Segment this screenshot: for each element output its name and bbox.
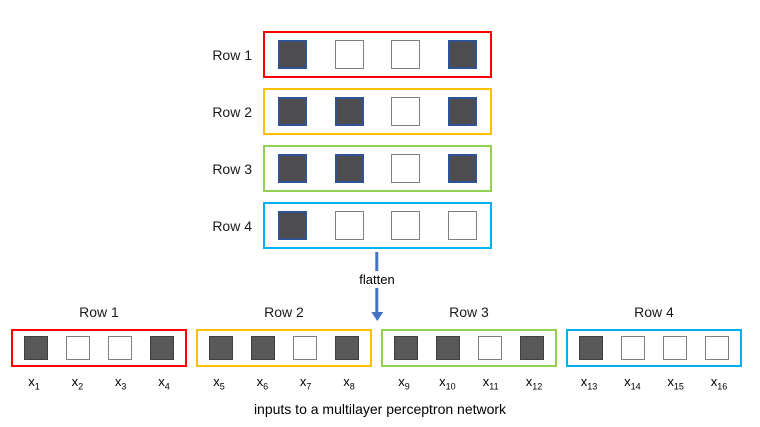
input-label: x11 xyxy=(482,374,499,392)
pixel-cell xyxy=(447,97,477,126)
pixel-cell xyxy=(66,336,90,360)
arrow-head-icon xyxy=(370,312,383,321)
group-label: Row 3 xyxy=(449,304,489,320)
pixel-cell xyxy=(621,336,645,360)
pixel-cell xyxy=(278,40,307,69)
arrow-line-top xyxy=(375,252,379,271)
group-label: Row 4 xyxy=(634,304,674,320)
group-box xyxy=(11,329,187,367)
pixel-cell xyxy=(108,336,132,360)
input-labels: x9 x10 x11 x12 xyxy=(381,374,557,392)
input-label: x13 xyxy=(580,374,598,392)
input-label: x15 xyxy=(667,374,684,392)
pixel-cell xyxy=(278,211,307,240)
diagram-caption: inputs to a multilayer perceptron networ… xyxy=(253,401,507,417)
pixel-cell xyxy=(293,336,317,360)
row-label: Row 3 xyxy=(212,160,252,177)
input-label: x3 xyxy=(114,374,127,392)
input-label: x16 xyxy=(710,374,728,392)
input-labels: x13 x14 x15 x16 xyxy=(566,374,742,392)
flattened-vector-section: Row 1 x1 x2 x3 x4 Row 2 xyxy=(11,304,742,392)
pixel-cell xyxy=(391,154,421,183)
flatten-label: flatten xyxy=(359,272,395,287)
input-label: x2 xyxy=(71,374,84,392)
pixel-row-3: Row 3 xyxy=(204,145,492,192)
input-label: x14 xyxy=(624,374,641,392)
pixel-cell xyxy=(278,97,307,126)
row-box xyxy=(263,31,492,78)
row-box xyxy=(263,202,492,249)
input-label: x7 xyxy=(299,374,312,392)
input-label: x1 xyxy=(28,374,40,392)
group-box xyxy=(381,329,557,367)
input-label: x5 xyxy=(213,374,225,392)
row-box xyxy=(263,88,492,135)
pixel-cell xyxy=(24,336,48,360)
input-label: x6 xyxy=(256,374,269,392)
pixel-cell xyxy=(520,336,544,360)
pixel-cell xyxy=(209,336,233,360)
pixel-cell xyxy=(335,336,359,360)
input-label: x10 xyxy=(439,374,456,392)
input-label: x4 xyxy=(158,374,170,392)
pixel-cell xyxy=(447,40,477,69)
input-label: x8 xyxy=(343,374,355,392)
group-label: Row 2 xyxy=(264,304,304,320)
flatten-arrow: flatten xyxy=(359,252,395,321)
flattened-group-1: Row 1 x1 x2 x3 x4 xyxy=(11,304,187,392)
row-label: Row 2 xyxy=(212,103,252,120)
pixel-cell xyxy=(663,336,687,360)
group-box xyxy=(196,329,372,367)
pixel-cell xyxy=(436,336,460,360)
image-rows-section: Row 1 Row 2 Row 3 xyxy=(204,31,492,259)
pixel-cell xyxy=(150,336,174,360)
pixel-cell xyxy=(278,154,307,183)
pixel-cell xyxy=(705,336,729,360)
group-label: Row 1 xyxy=(79,304,119,320)
pixel-cell xyxy=(478,336,502,360)
pixel-cell xyxy=(447,154,477,183)
pixel-row-2: Row 2 xyxy=(204,88,492,135)
pixel-cell xyxy=(334,211,364,240)
pixel-cell xyxy=(334,40,364,69)
pixel-cell xyxy=(334,154,364,183)
input-label: x9 xyxy=(398,374,410,392)
input-labels: x5 x6 x7 x8 xyxy=(196,374,372,392)
pixel-cell xyxy=(394,336,418,360)
row-label: Row 4 xyxy=(212,217,252,234)
pixel-cell xyxy=(391,40,421,69)
pixel-cell xyxy=(334,97,364,126)
pixel-row-4: Row 4 xyxy=(204,202,492,249)
flattened-group-4: Row 4 x13 x14 x15 x16 xyxy=(566,304,742,392)
input-labels: x1 x2 x3 x4 xyxy=(11,374,187,392)
pixel-cell xyxy=(251,336,275,360)
flattened-group-2: Row 2 x5 x6 x7 x8 xyxy=(196,304,372,392)
flattened-group-3: Row 3 x9 x10 x11 x12 xyxy=(381,304,557,392)
pixel-cell xyxy=(391,97,421,126)
pixel-cell xyxy=(391,211,421,240)
input-label: x12 xyxy=(525,374,543,392)
pixel-row-1: Row 1 xyxy=(204,31,492,78)
row-box xyxy=(263,145,492,192)
pixel-cell xyxy=(579,336,603,360)
group-box xyxy=(566,329,742,367)
arrow-line-bottom xyxy=(375,288,379,312)
row-label: Row 1 xyxy=(212,46,252,63)
pixel-cell xyxy=(447,211,477,240)
